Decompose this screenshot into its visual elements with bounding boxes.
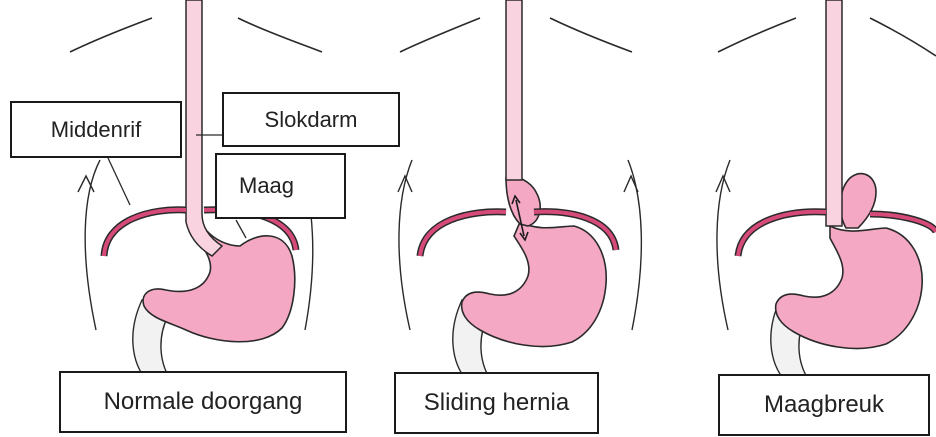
caption-normale-doorgang: Normale doorgang <box>59 371 347 433</box>
leader-diaphragm <box>108 158 130 205</box>
herniated-stomach-part <box>506 178 540 226</box>
stomach <box>143 212 295 342</box>
caption-sliding-hernia: Sliding hernia <box>394 372 599 434</box>
panel-maagbreuk <box>716 0 936 382</box>
clavicle-left <box>400 18 480 52</box>
label-slokdarm: Slokdarm <box>222 92 400 147</box>
torso-left <box>85 160 100 330</box>
clavicle-left <box>70 18 152 52</box>
clavicle-right <box>550 18 632 52</box>
clavicle-left <box>718 18 796 52</box>
diaphragm <box>420 212 506 256</box>
panel-sliding-hernia <box>398 0 641 382</box>
label-middenrif: Middenrif <box>10 101 182 158</box>
stomach <box>462 222 607 346</box>
stomach <box>776 226 923 348</box>
caption-maagbreuk: Maagbreuk <box>718 374 930 436</box>
diaphragm <box>738 212 826 256</box>
clavicle-right <box>238 18 322 52</box>
esophagus <box>826 0 842 226</box>
esophagus <box>506 0 522 180</box>
label-maag: Maag <box>215 153 346 219</box>
clavicle-right <box>870 18 936 56</box>
leader-stomach <box>236 220 246 238</box>
herniated-stomach-part <box>840 174 876 228</box>
diaphragm <box>104 210 186 256</box>
